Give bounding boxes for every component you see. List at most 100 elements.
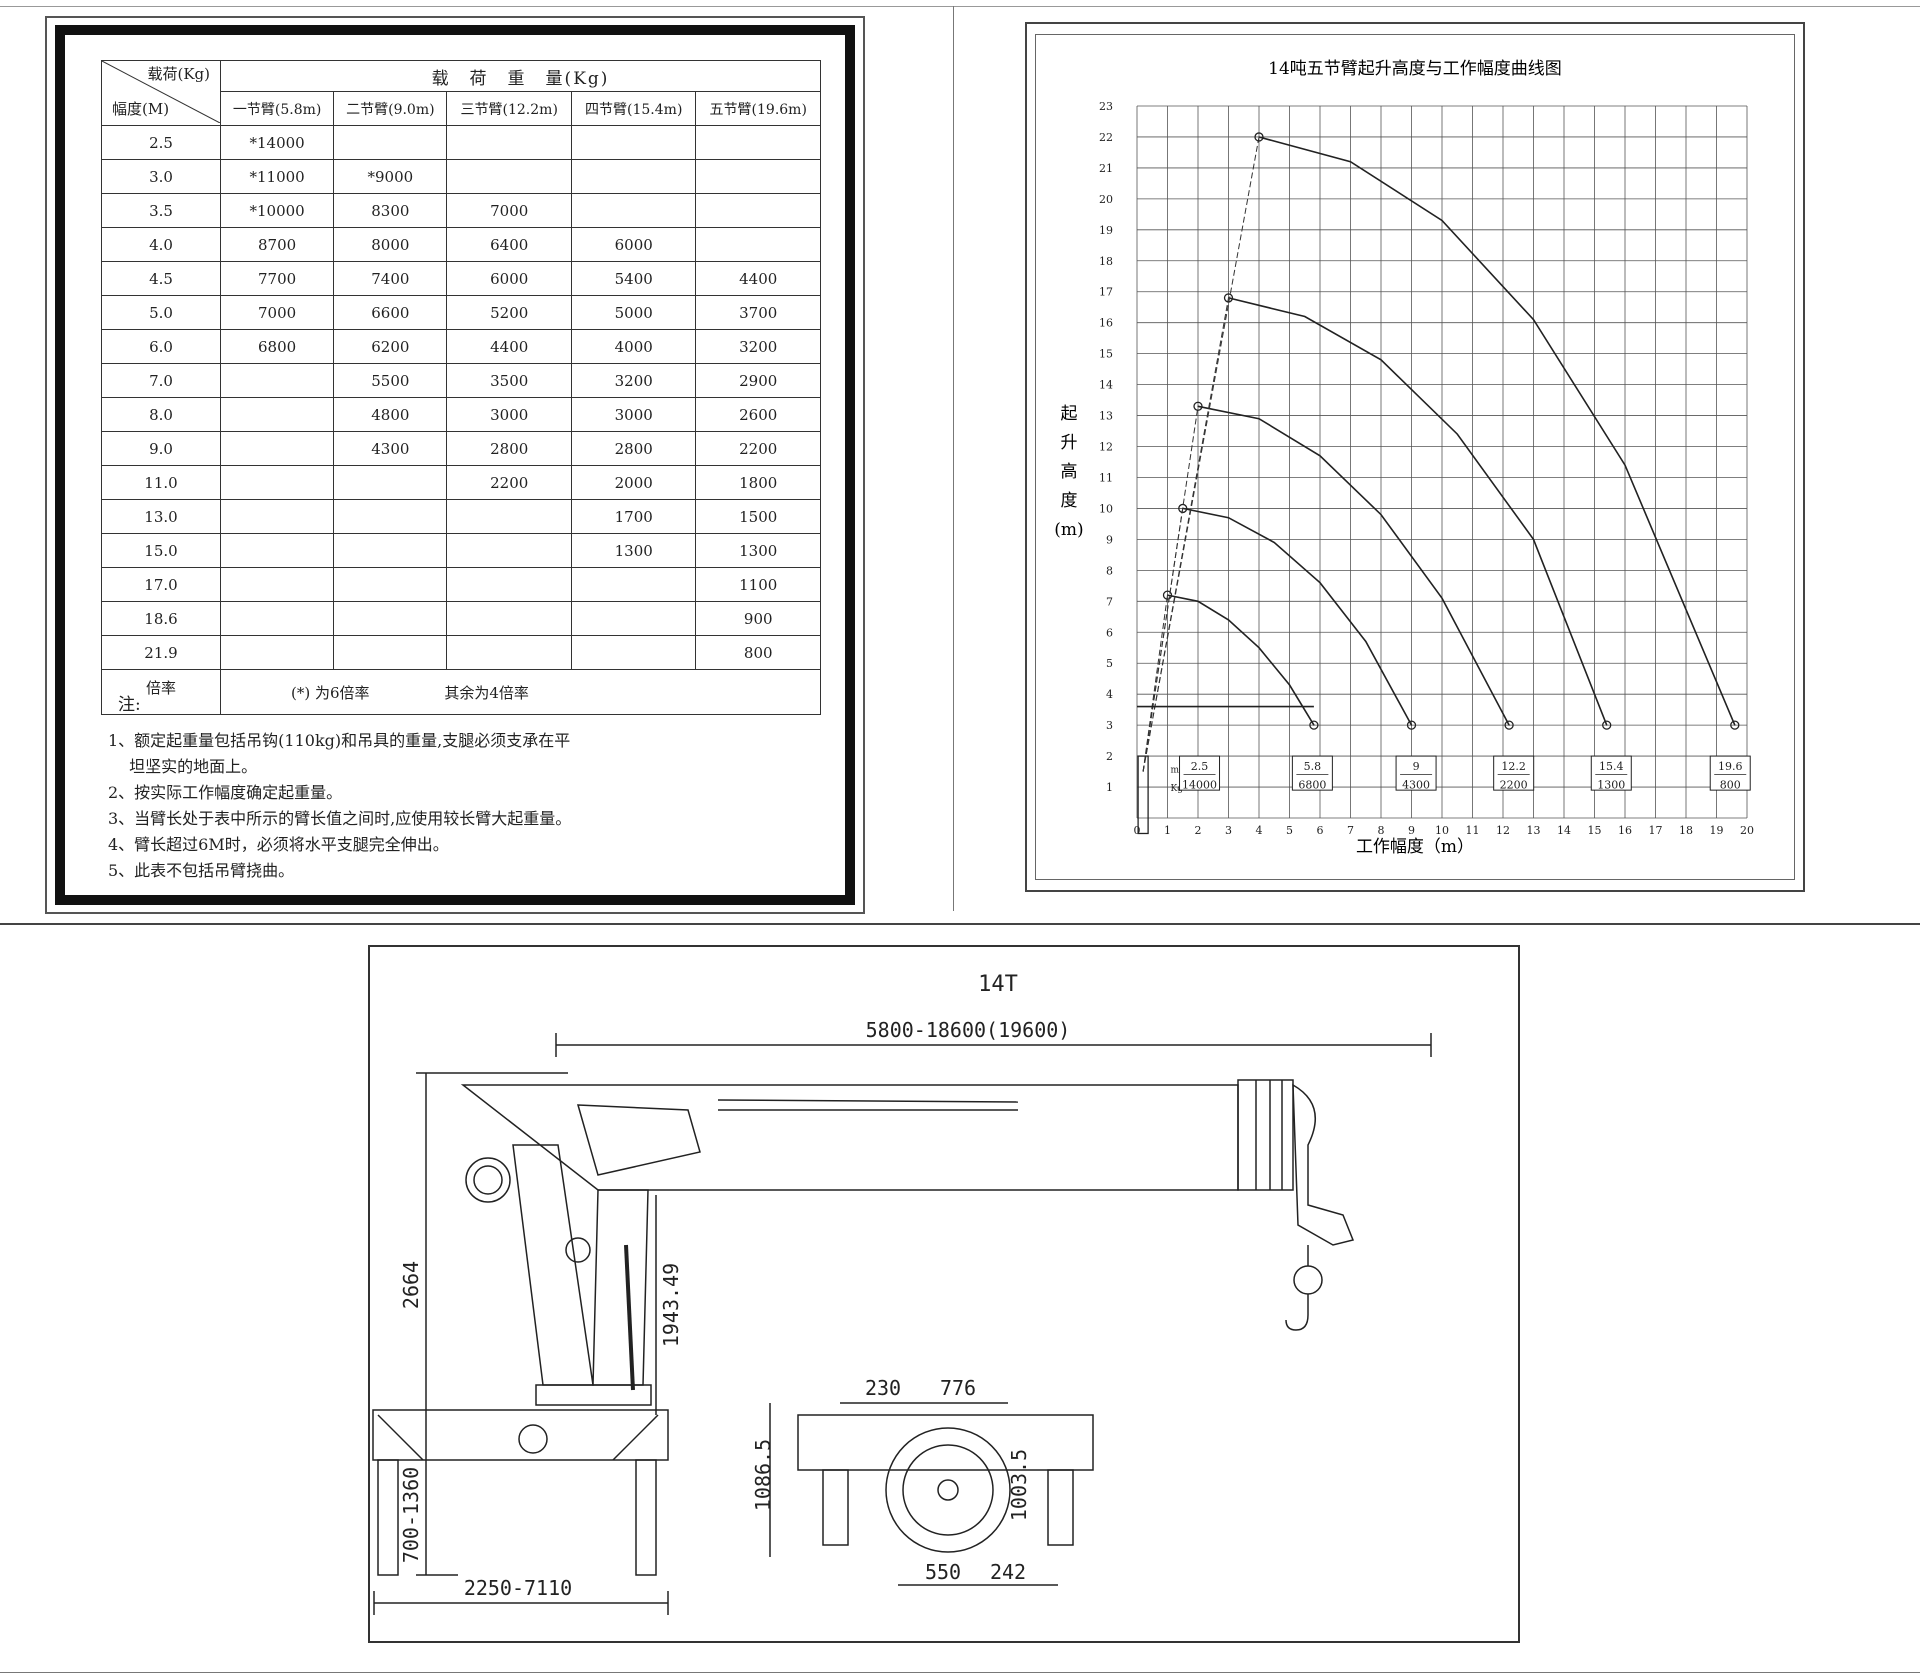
unit-kg-label: Kg <box>1171 784 1184 794</box>
reach-dim-label: 5800-18600(19600) <box>866 1018 1071 1042</box>
boom-tip <box>1292 1083 1355 1246</box>
chart-xlabel: 工作幅度（m） <box>1356 837 1474 857</box>
x-tick-label: 7 <box>1347 824 1354 837</box>
load-cell: 2000 <box>570 465 697 500</box>
span-dim-label: 2250-7110 <box>464 1576 572 1600</box>
y-tick-label: 2 <box>1106 750 1113 763</box>
column <box>512 1144 594 1386</box>
y-tick-label: 23 <box>1099 100 1113 113</box>
load-cell: 1800 <box>695 465 821 500</box>
base-plan-view: 230 776 1086.5 1003.5 550 242 <box>751 1376 1094 1586</box>
y-tick-label: 12 <box>1099 441 1113 454</box>
y-tick-label: 7 <box>1106 595 1113 608</box>
leg-height-label: 700-1360 <box>399 1467 423 1563</box>
curve-point <box>1349 161 1352 163</box>
hook-block-icon <box>1504 720 1514 730</box>
load-cell: *9000 <box>333 159 448 194</box>
table-corner-cell: 载荷(Kg) 幅度(M) <box>101 60 221 126</box>
load-cell <box>570 635 697 670</box>
notes-list: 1、额定起重量包括吊钩(110kg)和吊具的重量,支腿必须支承在平 坦坚实的地面… <box>108 728 708 884</box>
ylabel-char: 升 <box>1061 433 1078 453</box>
load-cell: 2600 <box>695 397 821 432</box>
curve-point <box>1456 433 1458 435</box>
height-dimension: 2664 <box>399 1072 568 1458</box>
load-cell <box>219 363 335 398</box>
curve-point <box>1319 582 1321 584</box>
load-cell: 2800 <box>570 431 697 466</box>
curve-point <box>1273 541 1275 544</box>
y-tick-label: 18 <box>1099 255 1113 268</box>
x-tick-label: 18 <box>1679 824 1693 837</box>
load-cell: 4300 <box>333 431 448 466</box>
x-tick-label: 14 <box>1557 824 1571 837</box>
boom-header: 四节臂(15.4m) <box>570 91 697 126</box>
load-cell: 3200 <box>570 363 697 398</box>
y-tick-label: 14 <box>1099 379 1113 392</box>
curve-point <box>1227 619 1230 621</box>
load-cell: 6400 <box>446 227 572 262</box>
x-tick-label: 6 <box>1317 824 1324 837</box>
crane-side-view <box>372 1079 1355 1576</box>
x-tick-label: 10 <box>1435 824 1449 837</box>
load-cell: 8300 <box>333 193 448 228</box>
load-cell: 7400 <box>333 261 448 296</box>
box-load-label: 1300 <box>1597 779 1625 792</box>
x-tick-label: 8 <box>1378 824 1385 837</box>
radius-cell: 11.0 <box>101 465 221 500</box>
range-curve <box>1258 136 1736 726</box>
x-tick-label: 0 <box>1134 824 1141 837</box>
boom-line <box>1142 595 1168 772</box>
hook-block-icon <box>1730 720 1740 730</box>
radius-cell: 21.9 <box>101 635 221 670</box>
load-cell <box>446 159 572 194</box>
load-cell <box>446 533 572 568</box>
winch-drum-icon <box>465 1157 511 1203</box>
x-tick-label: 5 <box>1286 824 1293 837</box>
radius-cell: 8.0 <box>101 397 221 432</box>
reach-dimension: 5800-18600(19600) <box>555 1018 1432 1057</box>
table-row: 2.5*14000 <box>101 125 821 160</box>
chart-ylabel: 起 升 高 度 (m) <box>1054 404 1083 540</box>
box-length-label: 9 <box>1413 760 1420 773</box>
curve-point <box>1313 724 1315 726</box>
boom-header-row: 一节臂(5.8m)二节臂(9.0m)三节臂(12.2m)四节臂(15.4m)五节… <box>102 91 821 126</box>
boom-head <box>1237 1079 1294 1191</box>
load-cell: 5400 <box>570 261 697 296</box>
load-cell: 4400 <box>446 329 572 364</box>
load-cell: 5500 <box>333 363 448 398</box>
radius-cell: 3.0 <box>101 159 221 194</box>
curve-point <box>1532 538 1535 540</box>
y-tick-label: 16 <box>1099 317 1113 330</box>
drawing-frame <box>368 945 1520 1643</box>
chart-curves <box>1166 136 1736 726</box>
y-tick-label: 8 <box>1106 564 1113 577</box>
dim-776: 776 <box>940 1376 976 1400</box>
y-tick-label: 17 <box>1099 286 1113 299</box>
load-cell: 6200 <box>333 329 448 364</box>
load-cell <box>570 125 697 160</box>
y-tick-label: 3 <box>1106 719 1113 732</box>
load-cell: 7000 <box>446 193 572 228</box>
table-row: 3.0*11000*9000 <box>101 159 821 194</box>
load-cell: 1700 <box>570 499 697 534</box>
load-cell <box>570 601 697 636</box>
radius-cell: 4.0 <box>101 227 221 262</box>
load-cell: 2800 <box>446 431 572 466</box>
column-right <box>592 1189 649 1386</box>
curve-point <box>1304 315 1306 318</box>
note-line: 1、额定起重量包括吊钩(110kg)和吊具的重量,支腿必须支承在平 <box>108 731 571 750</box>
radius-cell: 6.0 <box>101 329 221 364</box>
radius-cell: 13.0 <box>101 499 221 534</box>
load-cell: 900 <box>695 601 821 636</box>
note-line: 2、按实际工作幅度确定起重量。 <box>108 783 343 802</box>
load-cell <box>446 635 572 670</box>
hook-block-icon <box>1406 720 1417 730</box>
dim-230: 230 <box>865 1376 901 1400</box>
boom-header: 五节臂(19.6m) <box>695 91 821 126</box>
load-cell: 800 <box>695 635 821 670</box>
